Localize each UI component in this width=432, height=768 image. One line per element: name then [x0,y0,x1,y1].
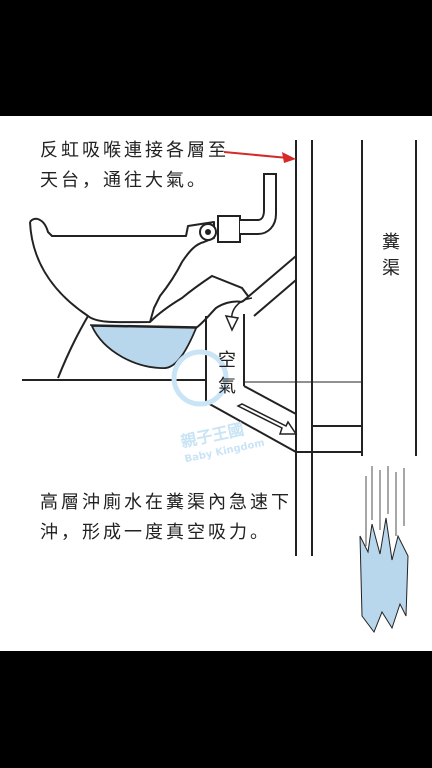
vent-fitting [217,215,241,243]
red-arrow-line [223,151,289,159]
red-arrow-head [282,152,296,163]
toilet-siphon-diagram [22,140,417,634]
falling-water [359,517,409,634]
air-label: 空氣 [218,350,236,397]
toilet-bowl [29,217,215,379]
water-surface [89,324,199,328]
vent-nut-center [205,229,211,235]
drain-pipe [205,385,362,453]
water-streaks [365,466,405,546]
watermark-logo [171,349,229,407]
anti-siphon-pipe [241,255,297,317]
bowl-water [90,325,198,369]
vent-elbow [240,173,277,235]
pipe-label: 糞渠 [382,232,400,279]
air-arrow-head [224,315,240,332]
diagram-panel: 反虹吸喉連接各層至 天台，通往大氣。 糞渠 空氣 高層沖廁水在糞渠內急速下 沖，… [0,116,432,651]
flow-arrow [236,403,298,435]
top-caption-line-2: 天台，通往大氣。 [40,170,208,191]
bottom-caption-line-1: 高層沖廁水在糞渠內急速下 [40,492,292,513]
top-caption-line-1: 反虹吸喉連接各層至 [40,140,229,161]
bottom-caption-line-2: 沖，形成一度真空吸力。 [40,522,271,543]
trapway [149,274,249,329]
